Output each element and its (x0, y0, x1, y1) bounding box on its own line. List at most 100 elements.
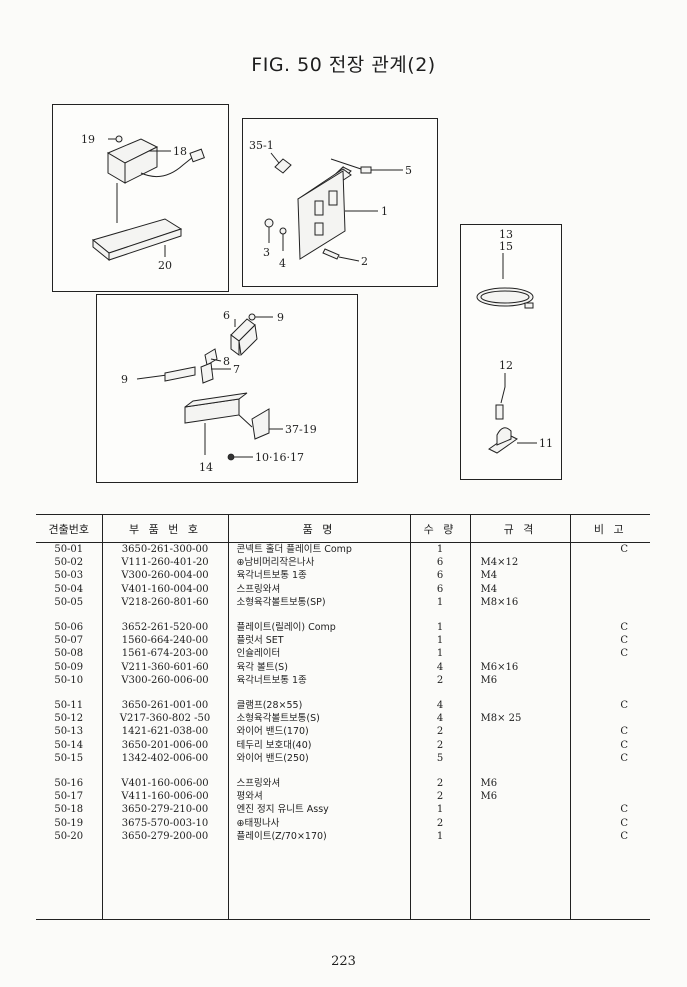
remark-cell (569, 569, 650, 583)
quantity-cell: 6 (409, 556, 470, 570)
remark-cell: C (569, 647, 650, 661)
wire-band-buckle (524, 302, 534, 309)
table-header-row: 견출번호 부 품 번 호 품 명 수 량 규 격 비 고 (36, 514, 650, 543)
ref-cell: 50-03 (54, 570, 84, 582)
spec-cell (469, 738, 570, 752)
flasher-7 (200, 362, 214, 384)
header-part-name: 품 명 (227, 514, 410, 543)
remark-cell: C (569, 738, 650, 752)
spacer-cell (469, 765, 570, 778)
spec-cell: M8× 25 (469, 712, 570, 726)
quantity-cell: 1 (409, 803, 470, 817)
blank-cell (569, 843, 650, 921)
group-spacer (36, 765, 650, 778)
quantity-cell: 4 (409, 712, 470, 726)
quantity-cell: 2 (409, 738, 470, 752)
remark-cell (569, 777, 650, 791)
part-name-cell: 육각너트보통 1종 (227, 569, 410, 583)
page-title: FIG. 50 전장 관계(2) (251, 54, 436, 76)
group-spacer (36, 609, 650, 622)
ref-cell: 50-20 (54, 830, 84, 842)
part-number-cell: V411-160-006-00 (101, 790, 228, 804)
header-quantity: 수 량 (409, 514, 470, 543)
quantity-cell: 5 (409, 751, 470, 766)
tapping-screw-shape (115, 135, 123, 143)
nut-35-1 (274, 158, 292, 174)
spacer-cell (569, 687, 650, 700)
group-spacer (36, 687, 650, 700)
callout-15: 15 (499, 240, 513, 253)
leader-line (500, 373, 506, 404)
ref-cell: 50-14 (54, 739, 84, 751)
quantity-cell: 2 (409, 725, 470, 739)
diagram-panel-a: 19 18 20 (52, 104, 229, 292)
remark-cell: C (569, 816, 650, 830)
callout-6: 6 (223, 309, 230, 322)
relay-plate-side (230, 334, 240, 356)
header-remark: 비 고 (569, 514, 650, 543)
bolt-9-long (164, 366, 196, 382)
callout-9-top: 9 (277, 311, 284, 324)
plate-slot (314, 200, 324, 216)
ref-cell: 50-06 (54, 622, 84, 634)
ref-cell: 50-11 (54, 700, 84, 712)
spacer-cell (409, 687, 470, 700)
part-name-cell: 소형육각볼트보통(S) (227, 712, 410, 726)
diagram-panel-c: 6 9 8 9 7 37-19 14 10·16·17 (96, 294, 358, 483)
part-name-cell: 엔진 정지 유니트 Assy (227, 803, 410, 817)
diagram-connector-holder-plate: 35-1 5 1 3 4 2 (249, 139, 412, 270)
spacer-cell (101, 765, 228, 778)
leader-line (330, 158, 362, 170)
spec-cell: M6 (469, 673, 570, 688)
part-name-cell: 인슐레이터 (227, 647, 410, 661)
remark-cell (569, 595, 650, 610)
quantity-cell: 1 (409, 542, 470, 557)
remark-cell: C (569, 803, 650, 817)
spacer-cell (227, 765, 410, 778)
spec-cell: M6 (469, 777, 570, 791)
callout-7: 7 (233, 363, 240, 376)
part-name-cell: 플럿서 SET (227, 634, 410, 648)
ref-cell: 50-02 (54, 557, 84, 569)
part-number-cell: 1421-621-038-00 (101, 725, 228, 739)
part-name-cell: 와이어 밴드(170) (227, 725, 410, 739)
part-name-cell: 스프링와셔 (227, 582, 410, 596)
diagram-panel-b: 35-1 5 1 3 4 2 (242, 118, 438, 287)
leader-line (338, 256, 360, 262)
plate-slot (328, 190, 338, 206)
quantity-cell: 1 (409, 647, 470, 661)
washer-4 (279, 227, 287, 235)
part-name-cell: 플레이트(Z/70×170) (227, 829, 410, 844)
ref-cell: 50-13 (54, 726, 84, 738)
part-number-cell: 3650-201-006-00 (101, 738, 228, 752)
spec-cell: M8×16 (469, 595, 570, 610)
diagram-engine-stop-unit: 19 18 20 (81, 133, 205, 272)
relay-plate-front (238, 323, 258, 357)
part-number-cell: V300-260-006-00 (101, 673, 228, 688)
spacer-cell (469, 609, 570, 622)
part-name-cell: 플레이트(릴레이) Comp (227, 621, 410, 635)
quantity-cell: 2 (409, 790, 470, 804)
quantity-cell: 6 (409, 582, 470, 596)
header-part-number: 부 품 번 호 (101, 514, 228, 543)
quantity-cell: 2 (409, 816, 470, 830)
callout-1: 1 (381, 205, 388, 218)
callout-5: 5 (405, 164, 412, 177)
ref-cell: 50-19 (54, 817, 84, 829)
part-name-cell: ⊕태핑나사 (227, 816, 410, 830)
screw-2 (322, 248, 340, 260)
spec-cell: M4 (469, 582, 570, 596)
edge-guard-37-19 (251, 408, 270, 440)
ref-cell: 50-04 (54, 583, 84, 595)
quantity-cell: 6 (409, 569, 470, 583)
quantity-cell: 2 (409, 673, 470, 688)
spec-cell (469, 829, 570, 844)
